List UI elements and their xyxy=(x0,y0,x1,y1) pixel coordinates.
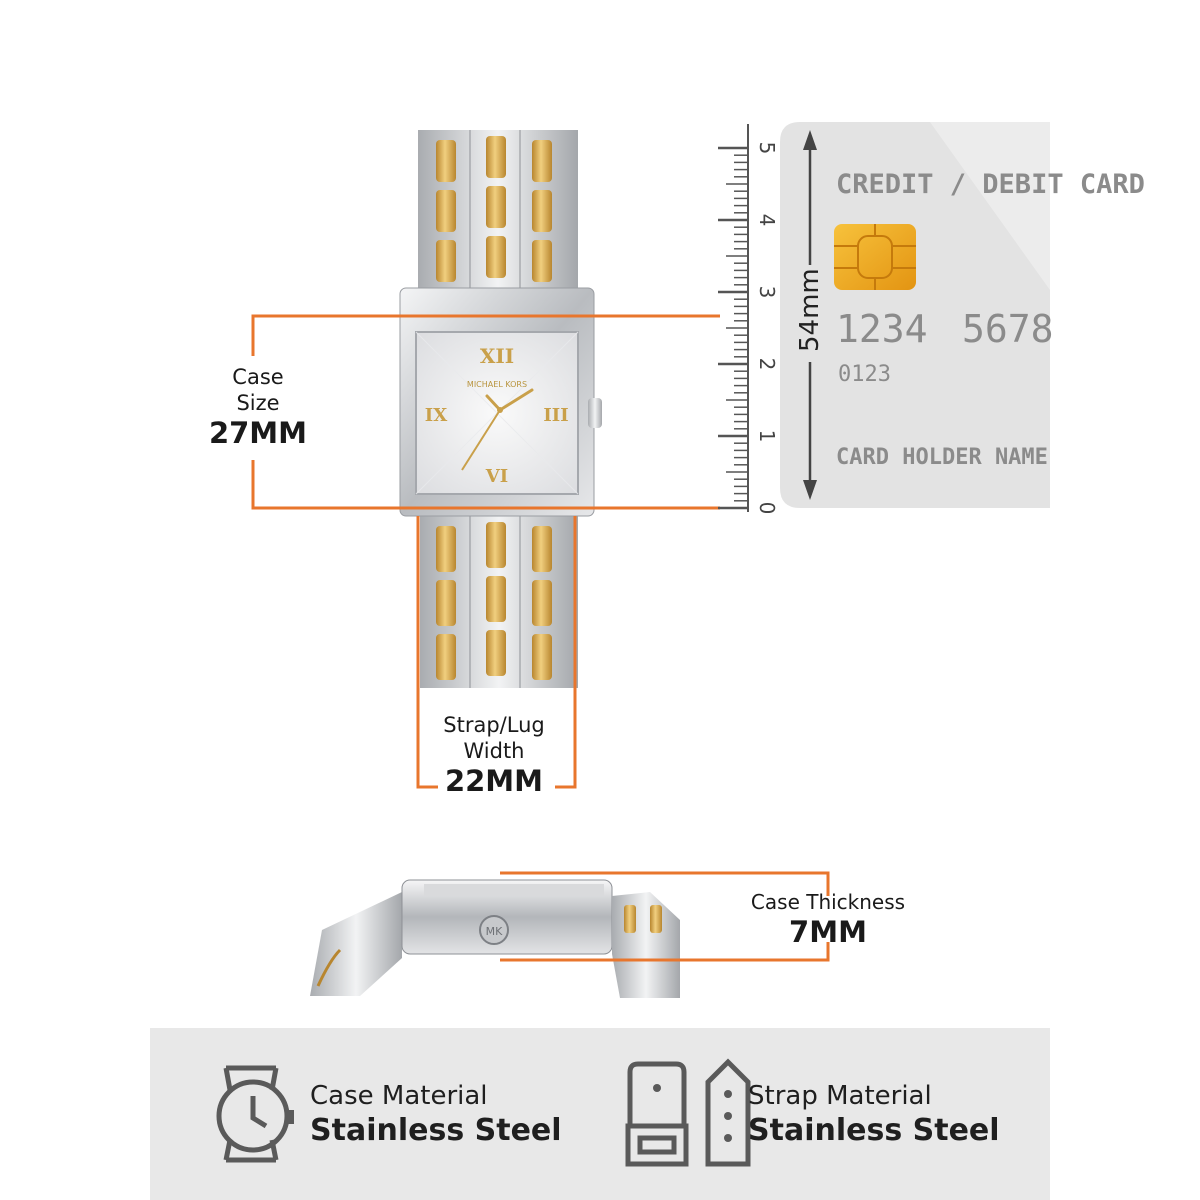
numeral-ix: IX xyxy=(425,405,447,426)
card-title: CREDIT / DEBIT CARD xyxy=(836,169,1145,200)
card-height-label: 54mm xyxy=(795,268,825,352)
case-size-label-line1: Case xyxy=(232,365,284,389)
numeral-iii: III xyxy=(543,405,568,426)
brand-logo-dial: MICHAEL KORS xyxy=(467,380,527,389)
case-size-value: 27MM xyxy=(208,416,308,450)
materials-info-bar: Case Material Stainless Steel Strap Mate… xyxy=(150,1028,1050,1200)
strap-material-label: Strap Material xyxy=(748,1081,932,1111)
case-material-value: Stainless Steel xyxy=(310,1113,562,1148)
case-thickness-label-group: Case Thickness 7MM xyxy=(730,889,926,949)
credit-card: CREDIT / DEBIT CARD 1234 5678 0123 CARD … xyxy=(780,122,1145,508)
strap-width-label-line2: Width xyxy=(463,739,525,763)
ruler-tick-label: 3 xyxy=(755,286,779,299)
strap-material-value: Stainless Steel xyxy=(748,1113,1000,1148)
case-size-dimension-line xyxy=(251,314,720,510)
side-view-watch: MK xyxy=(310,879,680,998)
watch-outline-icon xyxy=(216,1065,294,1163)
card-small-number: 0123 xyxy=(838,362,891,387)
minute-hand xyxy=(498,388,534,412)
numeral-xii: XII xyxy=(480,344,514,368)
case-material-info: Case Material Stainless Steel xyxy=(310,1080,562,1150)
chip-icon xyxy=(834,224,916,290)
hour-hand xyxy=(485,394,502,412)
ruler-ticks: 0 1 2 3 4 5 xyxy=(718,142,779,515)
card-number-part2: 5678 xyxy=(962,307,1054,351)
card-number-part1: 1234 xyxy=(836,307,928,351)
card-height-arrow xyxy=(803,130,817,500)
ruler-tick-label: 1 xyxy=(755,430,779,443)
case-thickness-label: Case Thickness xyxy=(750,890,906,914)
ruler-tick-label: 5 xyxy=(755,142,779,155)
lower-bracelet xyxy=(420,516,578,688)
strap-material-info: Strap Material Stainless Steel xyxy=(748,1080,1000,1150)
upper-bracelet xyxy=(418,130,578,290)
ruler-tick-label: 4 xyxy=(755,214,779,227)
case-thickness-value: 7MM xyxy=(789,915,867,949)
thickness-dimension-line xyxy=(500,871,830,962)
strap-width-value: 22MM xyxy=(444,764,544,798)
strap-width-label-line1: Strap/Lug xyxy=(443,713,545,737)
crown xyxy=(588,398,602,428)
case-material-label: Case Material xyxy=(310,1081,488,1111)
case-size-label-line2: Size xyxy=(236,391,280,415)
watch-case: XII III VI IX MICHAEL KORS xyxy=(399,287,602,517)
strap-width-dimension-line xyxy=(416,516,577,789)
materials-icons xyxy=(216,1058,751,1167)
second-hand xyxy=(461,409,501,471)
strap-width-label-group: Strap/Lug Width 22MM xyxy=(430,712,558,798)
ruler-tick-label: 2 xyxy=(755,358,779,371)
numeral-vi: VI xyxy=(485,466,508,487)
mk-logo-side: MK xyxy=(486,925,503,938)
card-holder-name: CARD HOLDER NAME xyxy=(836,445,1048,470)
case-size-label-group: Case Size 27MM xyxy=(200,364,316,450)
strap-outline-icon xyxy=(625,1058,751,1167)
ruler-tick-label: 0 xyxy=(755,502,779,515)
